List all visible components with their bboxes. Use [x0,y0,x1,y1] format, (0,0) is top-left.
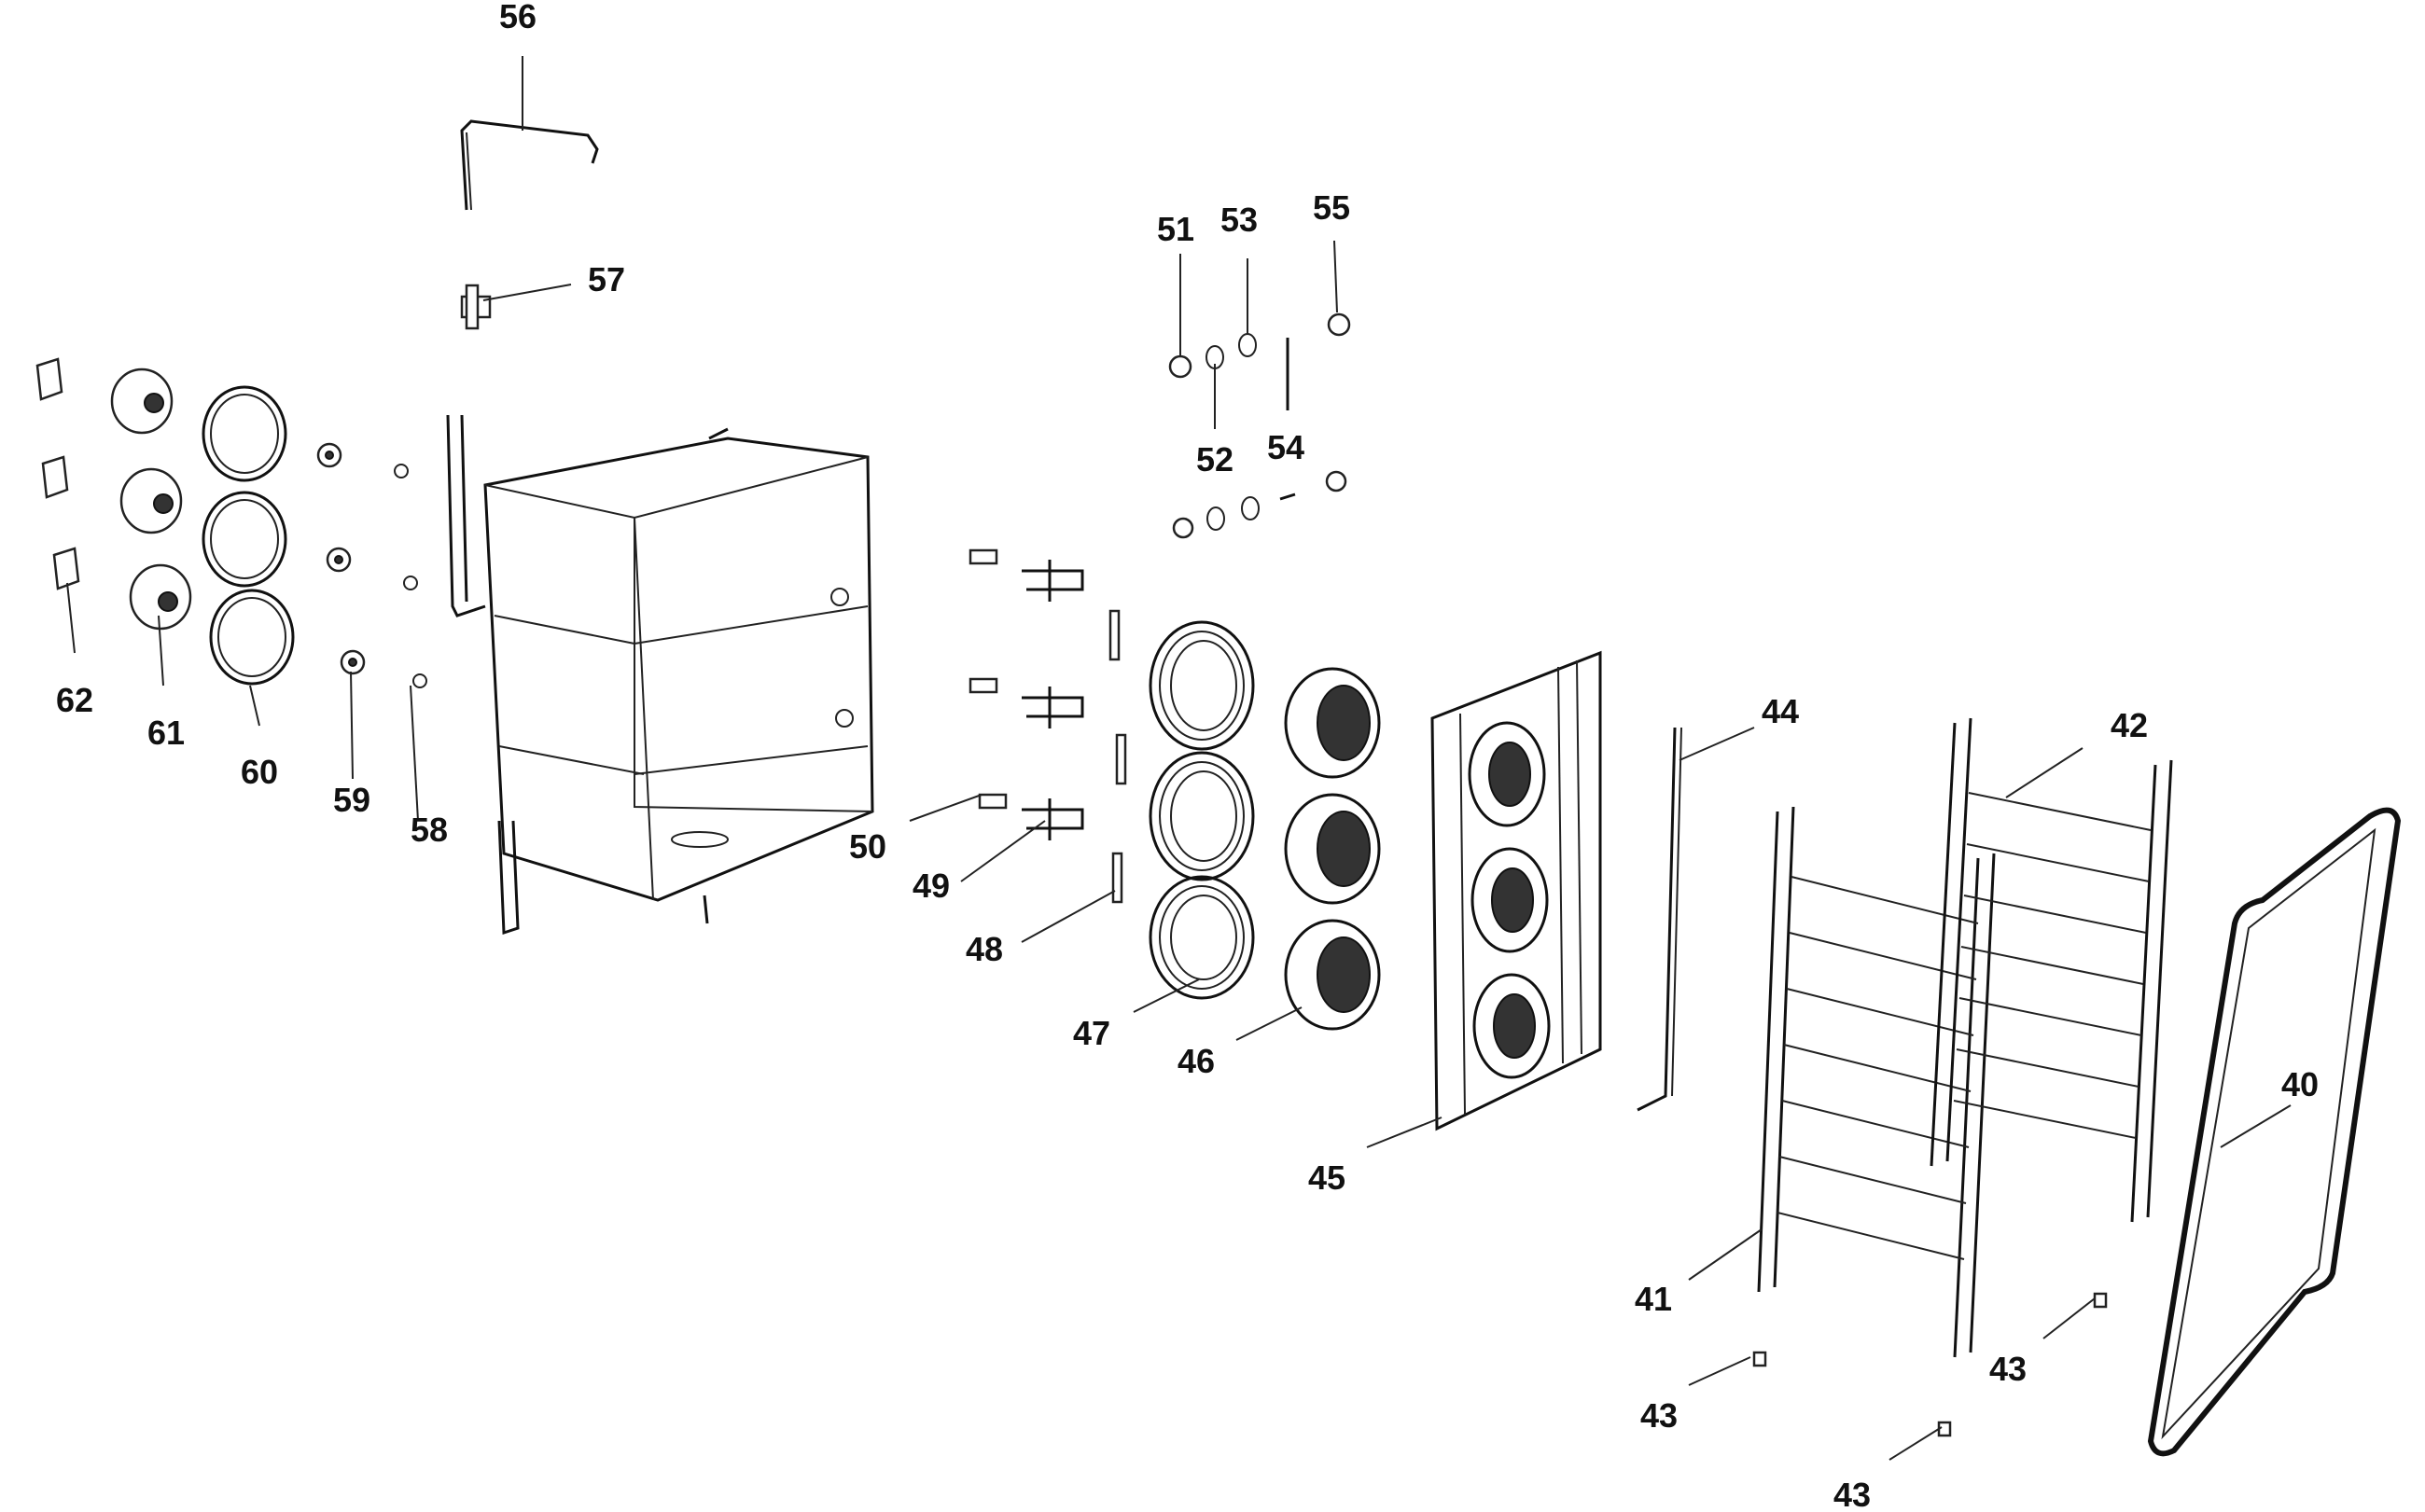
part-48-strips [1108,609,1127,904]
oven-chamber [446,414,874,936]
callout-61: 61 [147,714,185,752]
part-62-brackets [35,357,80,590]
part-45-fan-panel [1430,650,1602,1131]
callout-58: 58 [411,811,448,849]
callout-45: 45 [1308,1158,1345,1197]
part-41-rack [1757,806,1996,1358]
part-47-coils [1149,620,1255,1000]
part-40-gasket [2147,807,2402,1457]
part-42-rack [1930,717,2173,1223]
callout-42: 42 [2111,706,2148,744]
callout-46: 46 [1178,1042,1215,1080]
callout-57: 57 [588,260,625,298]
callout-43: 43 [1640,1396,1678,1435]
part-43-clips [1752,1292,2108,1437]
callout-53: 53 [1220,201,1258,239]
part-44-rod [1637,727,1682,1112]
leader-lines [66,56,2292,1461]
callout-40: 40 [2281,1065,2319,1103]
callout-56: 56 [499,0,537,35]
callout-48: 48 [966,930,1003,968]
callout-43: 43 [1989,1350,2027,1388]
callout-55: 55 [1313,188,1350,227]
part-56-tube [460,119,599,211]
part-58-nuts [394,464,427,688]
callout-labels: 40 41 42 43 43 43 44 45 46 47 48 49 50 5… [56,0,2319,1512]
part-60-gaskets [202,385,295,686]
callout-43: 43 [1833,1476,1871,1512]
part-61-motors [110,368,192,631]
callout-50: 50 [849,827,886,866]
callout-41: 41 [1635,1280,1672,1318]
part-59-washers [316,442,366,675]
callout-52: 52 [1196,440,1233,479]
callout-47: 47 [1073,1014,1110,1052]
callout-54: 54 [1267,428,1304,466]
callout-51: 51 [1157,210,1194,248]
part-49-elements [1022,560,1084,840]
part-46-fan-wheels [1284,667,1381,1031]
callout-49: 49 [913,867,950,905]
callout-59: 59 [333,781,370,819]
part-51-to-55-hardware [1168,312,1351,539]
part-50-clips [969,548,1008,810]
callout-62: 62 [56,681,93,719]
callout-60: 60 [241,753,278,791]
part-57-valve [460,284,492,330]
callout-44: 44 [1762,692,1799,730]
